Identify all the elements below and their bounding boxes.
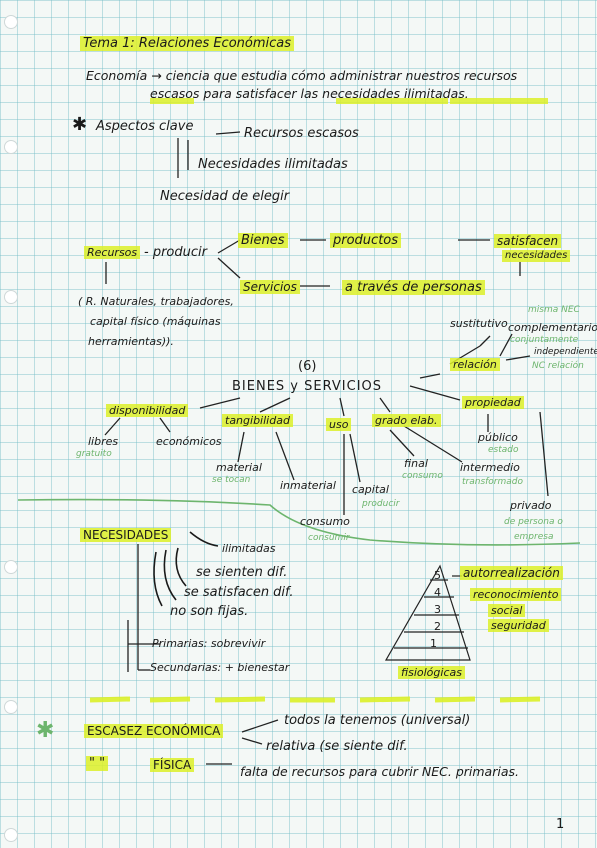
pyramid-level-num: 5 (434, 569, 441, 582)
material-note: se tocan (212, 475, 251, 485)
resources-detail: capital físico (máquinas (90, 315, 221, 328)
necesidad-item: se satisfacen dif. (184, 585, 294, 600)
star-icon: ✱ (36, 718, 55, 743)
bienes-servicios-heading: BIENES y SERVICIOS (232, 379, 383, 394)
escasez-relativa: relativa (se siente dif. (266, 739, 408, 754)
escasez-economica-label: ESCASEZ ECONÓMICA (84, 724, 224, 738)
page-title: Tema 1: Relaciones Económicas (80, 36, 295, 51)
intermedio-note: transformado (462, 477, 524, 487)
binder-hole (4, 828, 18, 842)
sustitutivo-note: misma NEC (528, 305, 580, 315)
category-propiedad: propiedad (462, 396, 524, 409)
star-icon: ✱ (72, 114, 88, 135)
privado-label: privado (510, 499, 552, 512)
category-tangibilidad: tangibilidad (222, 414, 293, 427)
bienes-label: Bienes (238, 233, 288, 248)
pyramid-level-label: seguridad (488, 619, 549, 632)
independiente-label: independiente (534, 347, 597, 357)
inmaterial-label: inmaterial (280, 479, 336, 492)
aspects-heading: Aspectos clave (96, 119, 194, 134)
necesidad-item: se sienten dif. (196, 565, 288, 580)
sustitutivo-label: sustitutivo (450, 317, 508, 330)
highlight-ilimitadas (450, 98, 548, 104)
complementario-note: conjuntamente (510, 335, 579, 345)
aspect-item: Necesidades ilimitadas (198, 157, 348, 172)
consumo-note: consumir (308, 533, 350, 543)
necesidad-item: ilimitadas (222, 542, 276, 555)
pyramid-level-label: fisiológicas (398, 666, 465, 679)
pyramid-level-label: autorrealización (460, 566, 563, 580)
libres-label: libres (88, 435, 119, 448)
necesidades-label: necesidades (502, 250, 571, 262)
binder-hole (4, 15, 18, 29)
material-label: material (216, 461, 262, 474)
intermedio-label: intermedio (460, 461, 520, 474)
capital-label: capital (352, 483, 389, 496)
highlight-escasos (150, 98, 194, 104)
binder-hole (4, 140, 18, 154)
page-number: 1 (556, 817, 565, 832)
category-disponibilidad: disponibilidad (106, 404, 189, 417)
definition-line-1: Economía → ciencia que estudia cómo admi… (86, 68, 518, 83)
number-label: (6) (298, 359, 317, 374)
producir-label: - producir (144, 245, 207, 260)
binder-hole (4, 560, 18, 574)
pyramid-level-label: reconocimiento (470, 588, 562, 601)
pyramid-level-num: 3 (434, 603, 441, 616)
pyramid-level-num: 1 (430, 637, 437, 650)
binder-hole (4, 290, 18, 304)
quotes-label: " " (86, 756, 109, 771)
satisfacen-label: satisfacen (494, 234, 562, 248)
privado-note: de persona o (504, 517, 563, 527)
recursos-label: Recursos (84, 246, 141, 259)
consumo-label: consumo (300, 515, 350, 528)
primarias-label: Primarias: sobrevivir (152, 637, 266, 650)
final-label: final (404, 457, 428, 470)
complementario-label: complementario (508, 321, 597, 334)
pyramid-level-num: 2 (434, 620, 441, 633)
libres-note: gratuito (76, 449, 112, 459)
definition-line-2: escasos para satisfacer las necesidades … (150, 86, 469, 101)
category-uso: uso (326, 418, 352, 431)
resources-detail: ( R. Naturales, trabajadores, (78, 295, 234, 308)
binder-hole (4, 700, 18, 714)
pyramid-level-num: 4 (434, 586, 441, 599)
publico-note: estado (488, 445, 519, 455)
category-grado-elab: grado elab. (372, 414, 441, 427)
pyramid-level-label: social (488, 604, 526, 617)
secundarias-label: Secundarias: + bienestar (150, 661, 290, 674)
publico-label: público (478, 431, 518, 444)
highlight-necesidades (336, 98, 448, 104)
economicos-label: económicos (156, 435, 222, 448)
servicios-label: Servicios (240, 280, 300, 294)
aspect-item: Recursos escasos (244, 126, 359, 141)
resources-detail: herramientas)). (88, 335, 174, 348)
necesidad-item: no son fijas. (170, 604, 249, 619)
productos-label: productos (330, 233, 402, 248)
a-traves-label: a través de personas (342, 280, 485, 295)
relation-label: relación (450, 358, 500, 371)
escasez-universal: todos la tenemos (universal) (284, 713, 471, 728)
privado-note: empresa (514, 532, 554, 542)
escasez-fisica-label: FÍSICA (150, 758, 195, 772)
final-note: consumo (402, 471, 443, 481)
capital-note: producir (362, 499, 400, 509)
independiente-note: NC relación (532, 361, 584, 371)
aspect-item: Necesidad de elegir (160, 189, 290, 204)
necesidades-heading: NECESIDADES (80, 528, 172, 542)
escasez-fisica-desc: falta de recursos para cubrir NEC. prima… (240, 764, 519, 779)
